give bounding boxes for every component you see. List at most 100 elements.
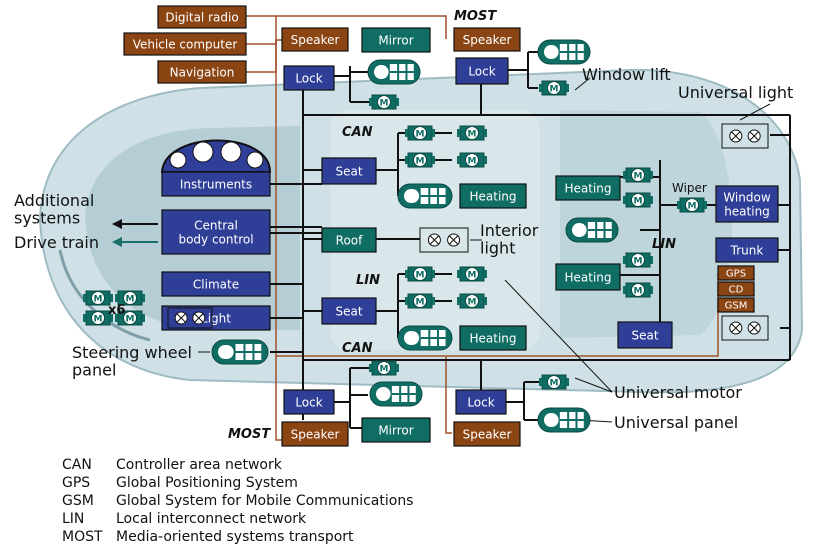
lamp-icon <box>167 307 213 329</box>
seat-box: Seat <box>321 157 377 185</box>
motor-icon-glyph: M <box>688 202 697 212</box>
panel-icon <box>211 339 269 365</box>
lamp-icon <box>721 315 769 341</box>
heating-box-label: Heating <box>469 331 516 345</box>
lock-box: Lock <box>455 389 507 415</box>
universal-motor-callout: Universal motor <box>614 383 742 402</box>
motor-icon-glyph: M <box>468 271 477 281</box>
motor-icon: M <box>539 80 569 96</box>
cd-box-label: CD <box>729 285 744 296</box>
seat-box-label: Seat <box>335 164 362 178</box>
heating-box-label: Heating <box>564 181 611 195</box>
navigation-box-label: Navigation <box>170 65 235 79</box>
can-bus-label: CAN <box>342 125 373 140</box>
trunk-box-label: Trunk <box>730 243 764 257</box>
speaker-box-label: Speaker <box>463 33 512 47</box>
motor-icon: M <box>83 310 113 326</box>
motor-icon: M <box>405 152 435 168</box>
lock-box: Lock <box>455 57 509 85</box>
motor-icon-glyph: M <box>416 271 425 281</box>
mirror-box-label: Mirror <box>378 423 413 437</box>
legend-desc: Global Positioning System <box>116 475 298 491</box>
cd-box: CD <box>717 281 755 297</box>
lin-bus-label: LIN <box>652 237 676 252</box>
window-lift-callout: Window lift <box>582 65 671 84</box>
callout-leaders <box>198 77 771 423</box>
heating-box: Heating <box>555 175 621 201</box>
heating-box-label: Heating <box>564 270 611 284</box>
motor-icon-glyph: M <box>634 257 643 267</box>
roof-box-label: Roof <box>336 233 363 247</box>
legend-abbr: MOST <box>62 529 103 545</box>
motor-icon: M <box>457 266 487 282</box>
panel-icon <box>397 325 453 351</box>
climate-box-label: Climate <box>193 277 239 291</box>
motor-icon-glyph: M <box>634 287 643 297</box>
digital-radio-box: Digital radio <box>157 5 247 29</box>
heating-box: Heating <box>459 183 527 209</box>
lock-box: Lock <box>283 389 335 415</box>
most-bus <box>246 15 719 441</box>
motor-icon-glyph: M <box>634 197 643 207</box>
speaker-box-label: Speaker <box>291 33 340 47</box>
motor-icon-glyph: M <box>416 298 425 308</box>
motor-icon-glyph: M <box>94 315 103 325</box>
heating-box: Heating <box>459 325 527 351</box>
motor-icon: M <box>83 290 113 306</box>
wiper-callout: Wiper <box>672 181 707 195</box>
motor-icon: M <box>405 293 435 309</box>
lock-box-label: Lock <box>467 395 494 409</box>
motor-icon-glyph: M <box>94 295 103 305</box>
panel-icon <box>367 59 421 85</box>
panel-icon <box>565 217 619 243</box>
motor-icon-glyph: M <box>550 379 559 389</box>
gsm-box: GSM <box>717 297 755 313</box>
motor-icon-glyph: M <box>634 172 643 182</box>
motor-multiplier-label: x6 <box>108 303 125 318</box>
speaker-box: Speaker <box>281 27 349 52</box>
lamp-icon <box>419 227 469 253</box>
vehicle-computer-box-label: Vehicle computer <box>133 37 238 51</box>
motor-icon-glyph: M <box>416 157 425 167</box>
digital-radio-box-label: Digital radio <box>165 10 238 24</box>
speaker-box: Speaker <box>453 27 521 52</box>
motor-icon: M <box>405 125 435 141</box>
arrow-additional-systems <box>112 219 122 229</box>
vehicle-computer-box: Vehicle computer <box>123 32 247 56</box>
motor-icon-glyph: M <box>126 315 135 325</box>
motor-icon: M <box>369 94 399 110</box>
seat-box: Seat <box>617 321 673 349</box>
instruments-gauges <box>160 139 272 173</box>
arrow-drive-train <box>112 237 122 247</box>
motor-icon: M <box>115 310 145 326</box>
lock-box-label: Lock <box>295 395 322 409</box>
output-arrows <box>112 219 158 247</box>
lin-bus-label: LIN <box>356 273 380 288</box>
legend-abbr: GSM <box>62 493 94 509</box>
motor-icon: M <box>539 374 569 390</box>
gsm-box-label: GSM <box>725 301 748 312</box>
lock-box-label: Lock <box>295 71 322 85</box>
motor-icon: M <box>677 197 707 213</box>
panel-icon <box>397 183 453 209</box>
most-bus-label: MOST <box>228 427 271 442</box>
panel-icon <box>537 39 591 65</box>
can-bus-label: CAN <box>342 341 373 356</box>
mirror-box-label: Mirror <box>378 33 413 47</box>
climate-box: Climate <box>161 271 271 297</box>
most-bus-label: MOST <box>454 9 497 24</box>
legend-abbr: CAN <box>62 457 92 473</box>
motor-icon-glyph: M <box>468 157 477 167</box>
